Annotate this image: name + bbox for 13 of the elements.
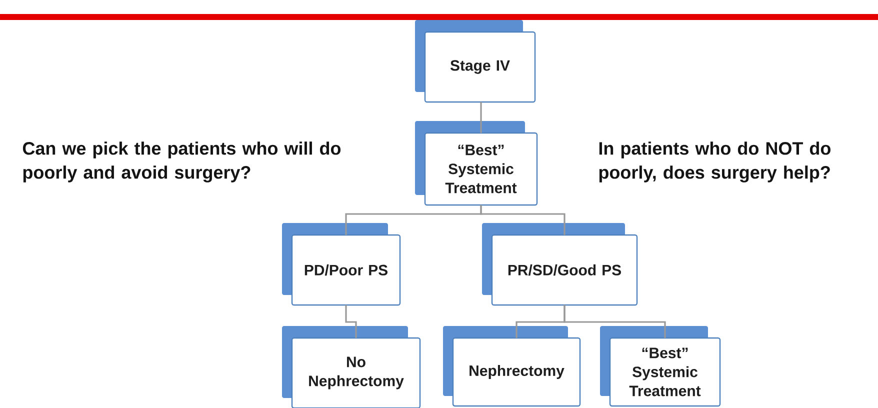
process-box: “Best” Systemic Treatment (415, 121, 538, 206)
process-box: PD/Poor PS (282, 223, 401, 306)
process-box: “Best” Systemic Treatment (600, 326, 721, 407)
process-box: PR/SD/Good PS (482, 223, 638, 306)
connector-line (480, 205, 566, 235)
process-box: No Nephrectomy (282, 326, 421, 408)
process-box: Nephrectomy (443, 326, 581, 407)
connector-line (480, 102, 482, 133)
process-box: Stage IV (415, 20, 536, 103)
question-text: Can we pick the patients who will do poorly and avoid surgery? (22, 142, 341, 182)
connector-line (345, 305, 357, 338)
connector-line (564, 305, 666, 338)
question-text: In patients who do NOT do poorly, does surgery help? (599, 142, 830, 182)
